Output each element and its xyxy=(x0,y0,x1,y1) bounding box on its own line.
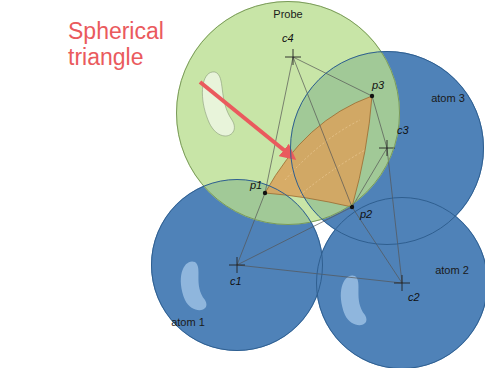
highlight xyxy=(181,261,207,310)
atom-circle: atom 2 xyxy=(316,197,485,368)
point-dot xyxy=(263,94,374,209)
node-label: atom 1 xyxy=(171,316,205,328)
node-label: atom 2 xyxy=(435,264,469,276)
construction-lines xyxy=(237,57,402,283)
center-cross xyxy=(229,49,410,291)
node-label: Probe xyxy=(273,8,302,20)
spherical-triangle xyxy=(265,96,372,207)
node-label: atom 3 xyxy=(431,92,465,104)
node-outline xyxy=(316,197,485,368)
point-label: c2 xyxy=(408,292,420,303)
callout-text: Spherical triangle xyxy=(68,18,198,71)
atom-circle: atom 1 xyxy=(151,179,323,351)
point-label: p2 xyxy=(360,209,372,220)
point-label: c3 xyxy=(397,125,409,136)
point-label: p3 xyxy=(372,80,384,91)
node-outline xyxy=(317,198,485,368)
point-label: c1 xyxy=(230,276,242,287)
highlight xyxy=(341,275,367,325)
point-label: p1 xyxy=(250,180,262,191)
node-outline xyxy=(177,2,400,225)
callout-arrow xyxy=(200,82,290,155)
probe-fill xyxy=(176,1,400,225)
point-label: c4 xyxy=(282,33,294,44)
node-outline xyxy=(152,180,323,351)
